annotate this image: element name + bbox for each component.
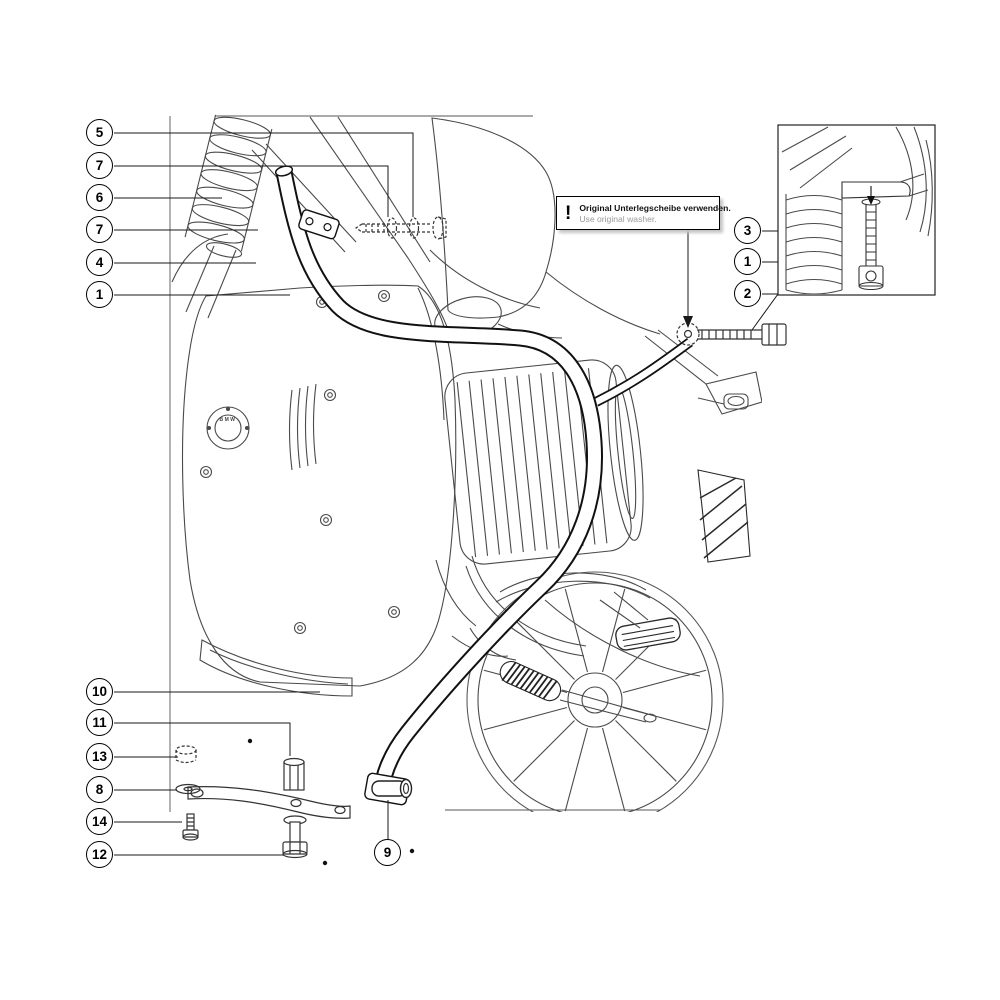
inset-detail-box bbox=[777, 124, 936, 296]
callout-7-upper: 7 bbox=[86, 152, 113, 179]
callout-7-lower: 7 bbox=[86, 216, 113, 243]
front-suspension bbox=[171, 114, 273, 319]
note-text-english: Use original washer. bbox=[579, 213, 657, 224]
screw-assembly-top bbox=[354, 216, 447, 240]
callout-3: 3 bbox=[734, 217, 761, 244]
bar-tube-end bbox=[274, 165, 294, 177]
inset-artwork bbox=[781, 126, 933, 294]
pivot-bolt-9 bbox=[371, 778, 413, 799]
spacer-11 bbox=[283, 757, 305, 791]
oil-sump bbox=[199, 639, 353, 697]
washer-8 bbox=[175, 783, 201, 795]
bmw-roundel-text: BMW bbox=[219, 417, 237, 423]
fasteners bbox=[175, 216, 787, 859]
callout-2: 2 bbox=[734, 280, 761, 307]
callout-14: 14 bbox=[86, 808, 113, 835]
callout-1-left: 1 bbox=[86, 281, 113, 308]
frame-and-tank bbox=[251, 116, 762, 415]
inset-bolt bbox=[858, 204, 884, 291]
washer-icon bbox=[386, 217, 398, 239]
sidestand-spring bbox=[499, 660, 657, 723]
callout-6: 6 bbox=[86, 184, 113, 211]
valve-cover bbox=[607, 364, 644, 541]
heel-guard bbox=[697, 469, 751, 563]
callout-12: 12 bbox=[86, 841, 113, 868]
callout-5: 5 bbox=[86, 119, 113, 146]
engine-bolts bbox=[199, 289, 401, 635]
nut-13 bbox=[175, 745, 197, 764]
wheel-spokes bbox=[483, 588, 707, 812]
rear-fender bbox=[499, 572, 647, 593]
callout-13: 13 bbox=[86, 743, 113, 770]
screw-head bbox=[432, 216, 444, 240]
bmw-roundel bbox=[206, 406, 250, 450]
note-arrow bbox=[683, 230, 693, 328]
washer-icon bbox=[408, 217, 420, 239]
bolt-head-icon bbox=[761, 323, 787, 346]
callout-10: 10 bbox=[86, 678, 113, 705]
inset-bracket-arm bbox=[841, 181, 911, 199]
warning-icon: ! bbox=[565, 202, 572, 224]
fuel-tank bbox=[431, 117, 556, 319]
rear-wheel bbox=[466, 571, 724, 812]
inset-arrow bbox=[867, 186, 875, 205]
engine-vent-slots bbox=[288, 383, 317, 471]
footpeg bbox=[599, 591, 681, 651]
callout-4: 4 bbox=[86, 249, 113, 276]
callout-11: 11 bbox=[86, 709, 113, 736]
screw-14 bbox=[182, 813, 199, 841]
note-text-german: Original Unterlegscheibe verwenden. bbox=[579, 202, 731, 213]
callout-9: 9 bbox=[374, 839, 401, 866]
callout-1-right: 1 bbox=[734, 248, 761, 275]
bolt-12 bbox=[282, 815, 308, 859]
turn-signal bbox=[697, 393, 749, 410]
bar-upper-mount-tab bbox=[298, 209, 340, 240]
engine-block bbox=[181, 284, 517, 697]
warning-note: ! Original Unterlegscheibe verwenden. Us… bbox=[556, 196, 731, 230]
mounting-strap bbox=[187, 786, 351, 819]
reference-dots bbox=[247, 738, 415, 866]
inset-spring-coils bbox=[785, 194, 843, 294]
callout-8: 8 bbox=[86, 776, 113, 803]
bolt-2-assembly bbox=[676, 322, 787, 346]
